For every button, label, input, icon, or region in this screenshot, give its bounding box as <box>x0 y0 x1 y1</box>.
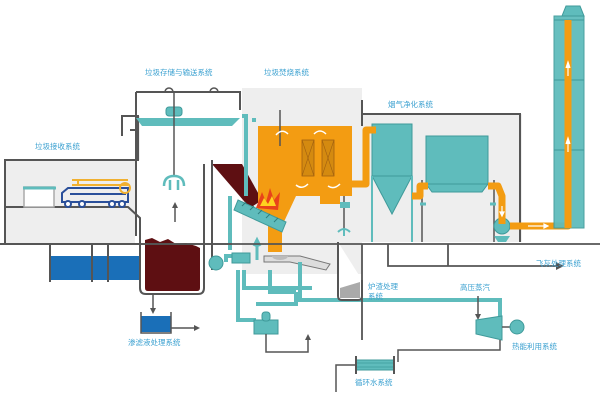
label-heat-utilization-system: 热能利用系统 <box>512 342 557 351</box>
water-steam-pipes <box>224 114 502 326</box>
floor-lines <box>140 243 600 340</box>
turbine-generator <box>397 296 525 362</box>
label-fly-ash-system: 飞灰处理系统 <box>536 259 581 268</box>
crane-rail <box>136 118 240 126</box>
leachate-tank <box>140 294 200 334</box>
label-circulating-water-system: 循环水系统 <box>355 378 393 387</box>
flue-gas-equipment <box>361 100 521 242</box>
generator <box>509 319 525 335</box>
steam-turbine <box>475 315 503 341</box>
chimney-stack <box>553 5 585 229</box>
water-pits <box>0 243 141 282</box>
garbage-pile <box>145 238 200 291</box>
label-receiving-system: 垃圾接收系统 <box>35 142 80 151</box>
condenser <box>335 356 395 392</box>
label-high-pressure-steam: 高压蒸汽 <box>460 283 490 292</box>
storage-bunker <box>135 87 241 295</box>
grab-bucket-icon <box>162 174 186 190</box>
deaerator <box>253 311 311 353</box>
bag-filter <box>425 135 489 185</box>
receiving-floor <box>5 207 135 243</box>
label-incineration-system: 垃圾焚烧系统 <box>264 68 309 77</box>
label-leachate-system: 渗滤液处理系统 <box>128 338 181 347</box>
slag-pit <box>337 196 363 301</box>
label-slag-system-1: 炉渣处理 <box>368 282 398 291</box>
semi-dry-reactor <box>371 123 413 177</box>
label-storage-system: 垃圾存储与输送系统 <box>145 68 213 77</box>
feed-hopper <box>211 160 262 270</box>
garbage-truck <box>61 179 131 208</box>
label-slag-system-2: 系统 <box>368 292 383 301</box>
boiler <box>233 110 352 271</box>
label-flue-gas-system: 烟气净化系统 <box>388 100 433 109</box>
